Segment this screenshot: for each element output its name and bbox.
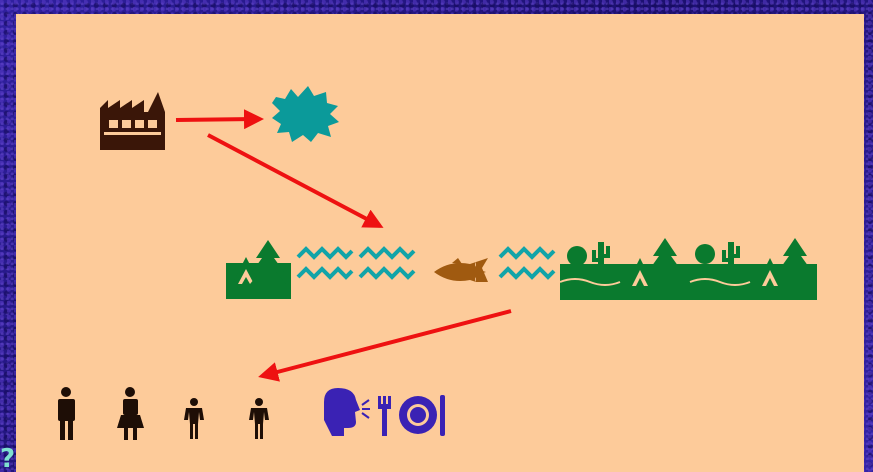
person-woman-icon [117, 387, 144, 440]
pollution-cloud-icon [272, 86, 339, 142]
person-child-icon [249, 398, 269, 439]
person-man-icon [58, 387, 75, 440]
fish-icon [434, 258, 488, 282]
arrow-factory-to-air [176, 119, 260, 120]
people-group [58, 387, 269, 440]
eating-icon [324, 388, 445, 436]
corner-glyph: ? [0, 447, 14, 472]
arrows [176, 119, 511, 376]
factory-icon [100, 92, 165, 150]
arrow-factory-to-water [208, 135, 380, 226]
person-child-icon [184, 398, 204, 439]
landscape [226, 238, 817, 300]
water-waves [298, 249, 554, 277]
arrow-water-to-people [262, 311, 511, 376]
